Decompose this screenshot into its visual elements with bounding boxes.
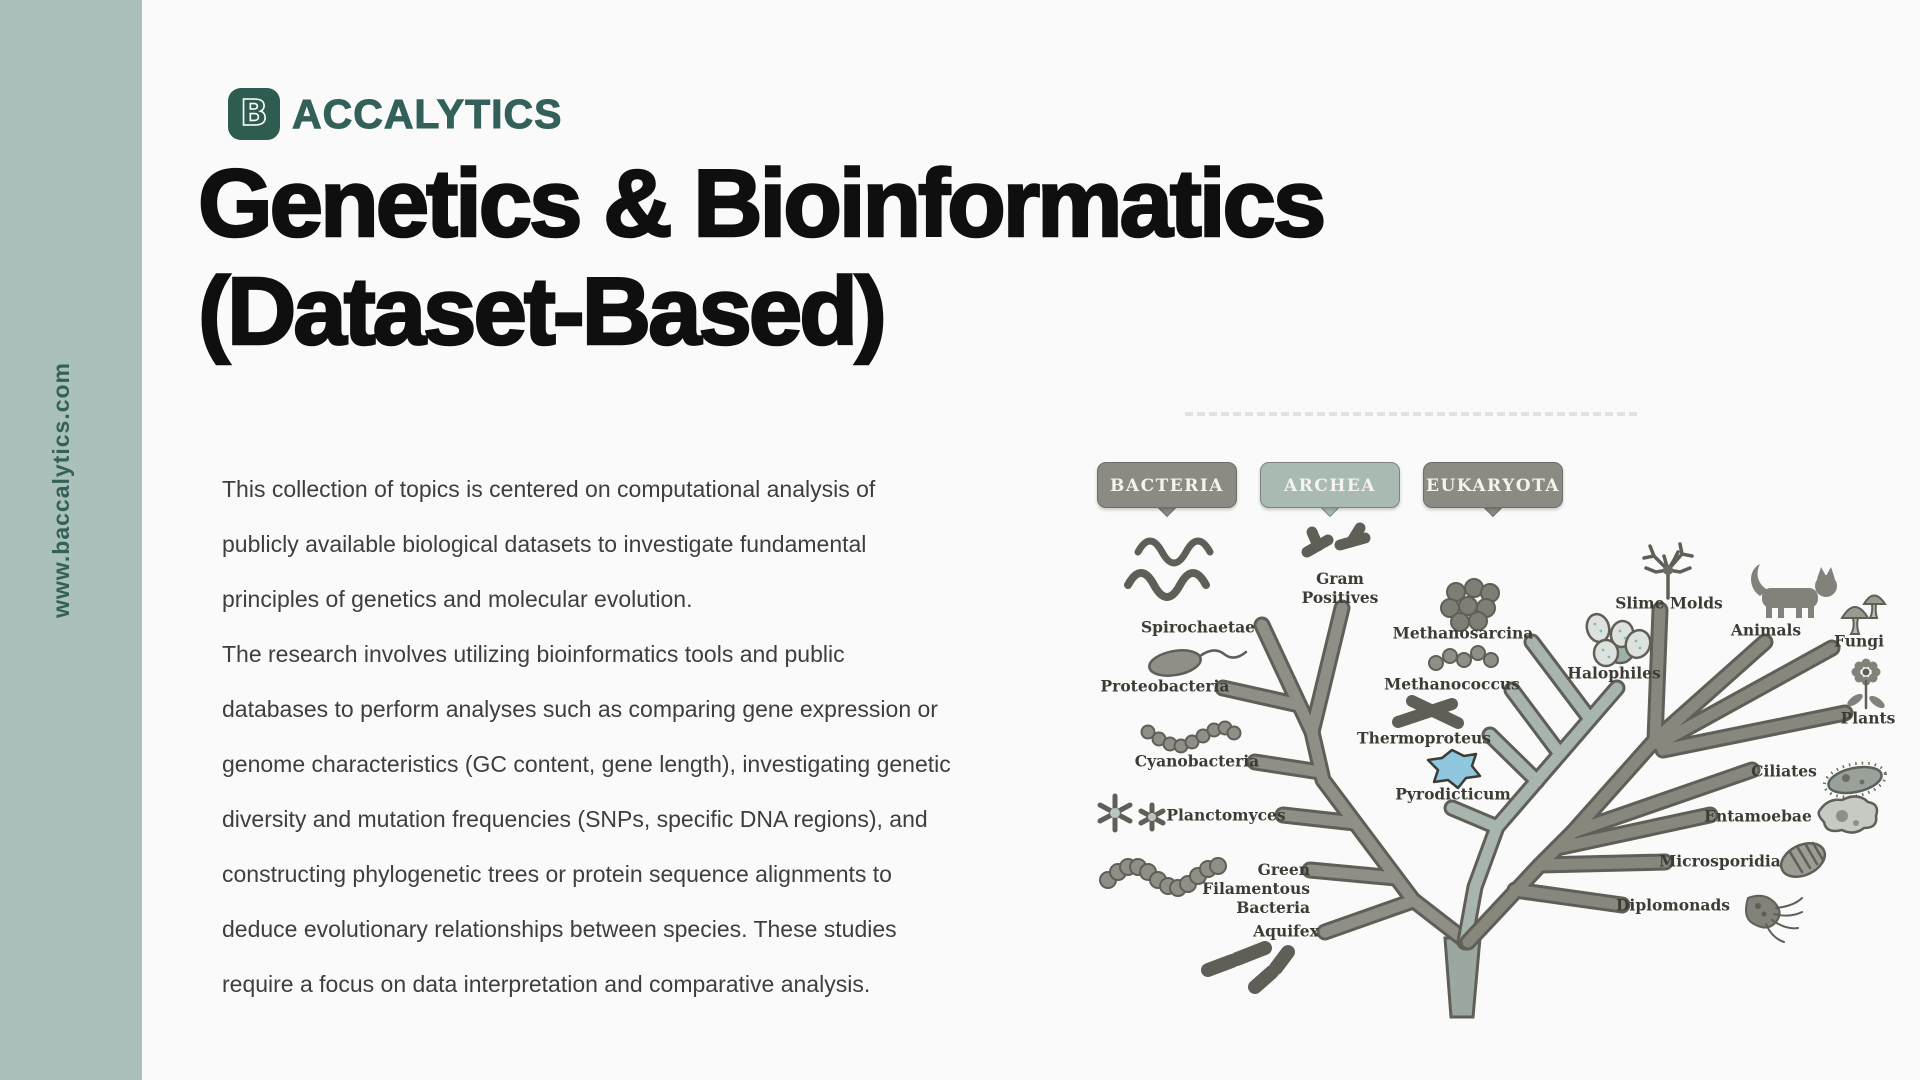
description-line: principles of genetics and molecular evo… xyxy=(222,586,693,612)
cyanobacteria-icon xyxy=(1140,720,1242,754)
page-title: Genetics & Bioinformatics (Dataset-Based… xyxy=(197,149,1328,366)
label-slime-molds: Slime Molds xyxy=(1615,593,1723,613)
label-microsporidia: Microsporidia xyxy=(1659,851,1781,871)
label-aquifex: Aquifex xyxy=(1253,921,1319,941)
label-methanosarcina: Methanosarcina xyxy=(1392,623,1534,643)
microsporidia-icon xyxy=(1779,841,1827,878)
title-line-2: (Dataset-Based) xyxy=(197,256,888,365)
label-cyanobacteria: Cyanobacteria xyxy=(1134,751,1260,771)
aquifex-icon xyxy=(1201,941,1295,994)
description-line: This collection of topics is centered on… xyxy=(222,476,876,502)
label-entamoebae: Entamoebae xyxy=(1704,806,1812,826)
green-filamentous-icon xyxy=(1099,857,1227,897)
brand-wordmark: ACCALYTICS xyxy=(291,90,563,137)
title-line-1: Genetics & Bioinformatics xyxy=(197,149,1328,258)
description-text: This collection of topics is centered on… xyxy=(222,462,1122,1012)
cropped-text-artifact xyxy=(1185,412,1637,416)
label-ciliates: Ciliates xyxy=(1751,761,1817,781)
eukaryota-branches xyxy=(1459,601,1854,951)
domain-badge-archea: ARCHEA xyxy=(1260,462,1400,508)
description-line: constructing phylogenetic trees or prote… xyxy=(222,861,892,887)
label-pyrodicticum: Pyrodicticum xyxy=(1395,784,1511,804)
label-fungi: Fungi xyxy=(1834,631,1884,651)
domain-badge-eukaryota: EUKARYOTA xyxy=(1423,462,1563,508)
ciliates-icon xyxy=(1822,761,1888,799)
description-line: genome characteristics (GC content, gene… xyxy=(222,751,951,777)
label-plants: Plants xyxy=(1840,708,1896,728)
gram-positives-icon xyxy=(1301,522,1371,558)
label-gram-positives: Gram Positives xyxy=(1301,569,1379,607)
description-line: The research involves utilizing bioinfor… xyxy=(222,641,845,667)
description-line: databases to perform analyses such as co… xyxy=(222,696,938,722)
label-diplomonads: Diplomonads xyxy=(1615,895,1731,915)
plants-icon xyxy=(1847,658,1885,710)
halophiles-icon xyxy=(1585,612,1652,668)
planctomyces-icon xyxy=(1097,793,1166,833)
label-animals: Animals xyxy=(1730,620,1802,640)
methanosarcina-icon xyxy=(1440,578,1500,632)
brand-logo: B ACCALYTICS xyxy=(228,88,562,140)
label-green-filamentous: Green Filamentous Bacteria xyxy=(1202,860,1310,917)
archea-branches xyxy=(1443,633,1626,951)
entamoebae-icon xyxy=(1817,795,1879,834)
description-line: publicly available biological datasets t… xyxy=(222,531,867,557)
label-thermoproteus: Thermoproteus xyxy=(1357,728,1491,748)
slime-molds-icon xyxy=(1642,542,1694,600)
bacteria-branches xyxy=(1214,599,1471,947)
label-spirochaetae: Spirochaetae xyxy=(1140,617,1256,637)
description-line: diversity and mutation frequencies (SNPs… xyxy=(222,806,928,832)
diplomonads-icon xyxy=(1745,894,1803,943)
tree-illustration xyxy=(1097,522,1888,1019)
description-line: deduce evolutionary relationships betwee… xyxy=(222,916,897,942)
proteobacteria-icon xyxy=(1148,649,1248,677)
label-methanococcus: Methanococcus xyxy=(1384,674,1520,694)
label-halophiles: Halophiles xyxy=(1567,663,1661,683)
brand-b-icon: B xyxy=(228,88,280,140)
left-sidebar xyxy=(0,0,142,1080)
pyrodicticum-icon xyxy=(1426,748,1482,790)
domain-badge-bacteria: BACTERIA xyxy=(1097,462,1237,508)
fungi-icon xyxy=(1840,594,1887,635)
description-line: require a focus on data interpretation a… xyxy=(222,971,871,997)
label-planctomyces: Planctomyces xyxy=(1166,805,1286,825)
animals-cat-icon xyxy=(1751,564,1837,618)
spirochaetae-icon xyxy=(1124,537,1214,601)
phylogenetic-tree-diagram: BACTERIA ARCHEA EUKARYOTA Spirochaetae G… xyxy=(1060,412,1920,1060)
thermoproteus-icon xyxy=(1392,695,1464,729)
methanococcus-icon xyxy=(1428,645,1499,671)
website-url: www.baccalytics.com xyxy=(48,362,74,618)
label-proteobacteria: Proteobacteria xyxy=(1100,676,1230,696)
